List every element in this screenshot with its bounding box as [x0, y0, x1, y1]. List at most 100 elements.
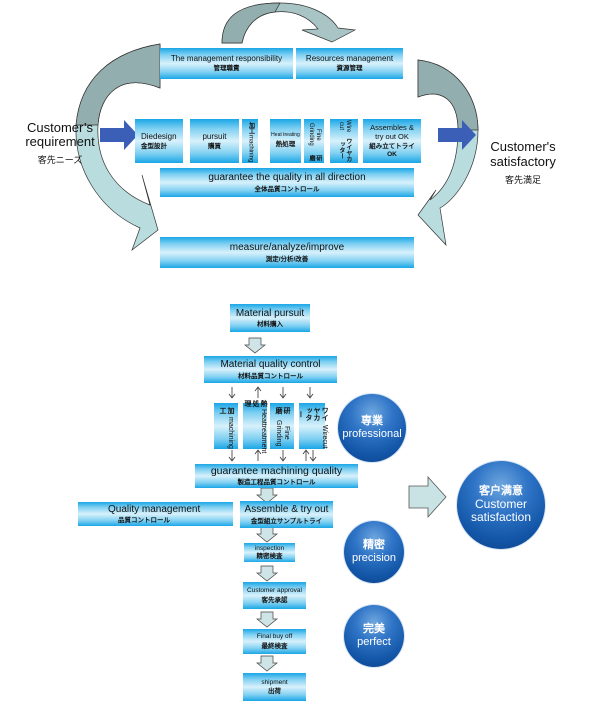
- input-arrow-icon: [100, 120, 138, 150]
- customer-satisfactory-label: Customer's satisfactory 客先満足: [478, 139, 568, 186]
- process-step-en: Assembles & try out OK: [370, 122, 414, 141]
- machining-step-jp: 研磨: [275, 406, 291, 414]
- satisfaction-jp: 客户满意: [479, 484, 523, 497]
- satisfaction-arrow-icon: [408, 475, 447, 519]
- process-step-diedesign: Diedesign 金型設計: [135, 119, 183, 163]
- machining-step-en: machining: [227, 417, 235, 449]
- shipment-jp: 出荷: [268, 688, 281, 695]
- customer-requirement-jp: 客先ニーズ: [37, 154, 83, 165]
- assemble-en: Assemble & try out: [244, 504, 329, 516]
- quality-management-jp: 品質コントロール: [118, 517, 170, 525]
- precision-jp: 精密: [363, 539, 385, 552]
- customer-requirement-label: Customer’s requirement 客先ニーズ: [22, 120, 98, 166]
- process-step-jp: 金型設計: [141, 142, 167, 150]
- shipment-en: shipment: [261, 678, 288, 686]
- satisfaction-en2: satisfaction: [470, 510, 532, 525]
- customer-satisfactory-en2: satisfactory: [490, 153, 556, 169]
- material-quality-jp: 材料品質コントロール: [238, 372, 303, 380]
- process-step-jp: 購買: [208, 142, 221, 150]
- process-step-jp: ワイヤカッター: [338, 137, 351, 162]
- precision-badge: 精密 precision: [344, 521, 404, 583]
- machining-flow-arrows: [228, 386, 317, 462]
- material-pursuit-box: Material pursuit 材料購入: [230, 304, 310, 332]
- process-step-en: machining: [247, 134, 254, 163]
- process-step-en: Heat treating: [271, 132, 300, 139]
- process-step-jp: 加工: [247, 121, 254, 134]
- machining-step-jp: 熱処理: [243, 400, 268, 408]
- process-step-machining: 加工 machining: [242, 119, 258, 163]
- machining-step-en: Wirecut: [321, 425, 329, 449]
- down-arrow-icon: [256, 655, 278, 672]
- final-buy-off-en: Final buy off: [256, 633, 293, 641]
- customer-satisfaction-badge: 客户满意 Customer satisfaction: [457, 461, 545, 549]
- customer-requirement-en1: Customer’s: [27, 120, 93, 135]
- professional-en: professional: [342, 428, 402, 440]
- inspection-jp: 精密検査: [256, 552, 283, 560]
- measure-jp: 測定/分析/改善: [265, 255, 309, 263]
- output-arrow-icon: [438, 120, 476, 150]
- guarantee-quality-en: guarantee the quality in all direction: [208, 172, 366, 184]
- machining-step-en: Fine Grinding: [275, 420, 291, 447]
- assemble-tryout-box: Assemble & try out 金型組立サンプルトライ: [240, 501, 333, 528]
- material-quality-box: Material quality control 材料品質コントロール: [204, 356, 337, 383]
- machining-step-wirecut: ワイヤカッター Wirecut: [296, 403, 329, 449]
- customer-satisfactory-jp: 客先満足: [504, 174, 541, 185]
- measure-en: measure/analyze/improve: [229, 242, 345, 254]
- satisfaction-en1: Customer: [474, 496, 527, 511]
- guarantee-machining-en: guarantee machining quality: [210, 465, 343, 478]
- cycle-arrow-right: [417, 59, 479, 247]
- process-step-en: pursuit: [202, 131, 227, 141]
- machining-step-machining: 加工 machining: [214, 403, 238, 449]
- measure-analyze-improve-box: measure/analyze/improve 測定/分析/改善: [160, 237, 414, 268]
- perfect-en: perfect: [357, 636, 391, 648]
- perfect-badge: 完美 perfect: [344, 605, 404, 667]
- precision-en: precision: [351, 552, 397, 564]
- down-arrow-icon: [244, 337, 266, 354]
- inspection-en: inspection: [254, 545, 285, 553]
- customer-requirement-en2: requirement: [25, 134, 95, 150]
- machining-step-en: Heattreatment: [260, 409, 268, 454]
- material-quality-en: Material quality control: [220, 359, 321, 371]
- perfect-jp: 完美: [363, 623, 385, 636]
- cycle-arrow-top: [221, 2, 357, 44]
- process-step-fine-grinding: Fine Grinding 研磨: [304, 119, 324, 163]
- customer-approval-jp: 客先承認: [261, 596, 288, 604]
- professional-jp: 専業: [361, 415, 383, 428]
- quality-management-box: Quality management 品質コントロール: [78, 502, 233, 526]
- process-step-assembles: Assembles & try out OK 組み立てトライOK: [363, 119, 421, 163]
- final-buy-off-jp: 最終検査: [261, 642, 288, 650]
- down-arrow-icon: [256, 611, 278, 628]
- process-step-heat-treating: Heat treating 熱処理: [270, 119, 301, 163]
- process-step-en: Fine Grinding: [308, 123, 321, 146]
- quality-management-en: Quality management: [108, 503, 201, 515]
- resources-management-en: Resources management: [305, 54, 394, 64]
- professional-badge: 専業 professional: [338, 394, 406, 462]
- machining-step-jp: 加工: [219, 406, 235, 414]
- inspection-box: inspection 精密検査: [244, 543, 295, 562]
- material-pursuit-en: Material pursuit: [235, 307, 305, 319]
- management-responsibility-box: The management responsibility 管理職責: [160, 48, 293, 79]
- machining-step-fine-grinding: 研磨 Fine Grinding: [270, 403, 294, 449]
- process-step-pursuit: pursuit 購買: [190, 119, 239, 163]
- management-responsibility-en: The management responsibility: [170, 54, 283, 64]
- guarantee-machining-jp: 製造工程品質コントロール: [237, 479, 316, 487]
- management-responsibility-jp: 管理職責: [213, 65, 240, 73]
- process-step-en: Wire cut: [338, 119, 351, 133]
- resources-management-jp: 資源管理: [336, 65, 363, 73]
- down-arrow-icon: [256, 526, 278, 543]
- resources-management-box: Resources management 資源管理: [296, 48, 403, 79]
- down-arrow-icon: [256, 565, 278, 582]
- guarantee-machining-box: guarantee machining quality 製造工程品質コントロール: [195, 464, 358, 488]
- final-buy-off-box: Final buy off 最終検査: [243, 629, 306, 654]
- customer-satisfactory-en1: Customer's: [490, 139, 556, 154]
- down-arrow-icon: [256, 487, 278, 504]
- customer-approval-box: Customer approval 客先承認: [243, 582, 306, 609]
- cycle-arrow-left: [75, 43, 161, 252]
- process-step-wire-cut: Wire cut ワイヤカッター: [330, 119, 358, 163]
- process-step-jp: 研磨: [308, 154, 321, 161]
- machining-step-jp: ワイヤカッター: [296, 407, 329, 422]
- material-pursuit-jp: 材料購入: [257, 321, 283, 329]
- process-step-en: Diedesign: [141, 131, 177, 141]
- guarantee-quality-jp: 全体品質コントロール: [254, 185, 320, 193]
- shipment-box: shipment 出荷: [243, 673, 306, 701]
